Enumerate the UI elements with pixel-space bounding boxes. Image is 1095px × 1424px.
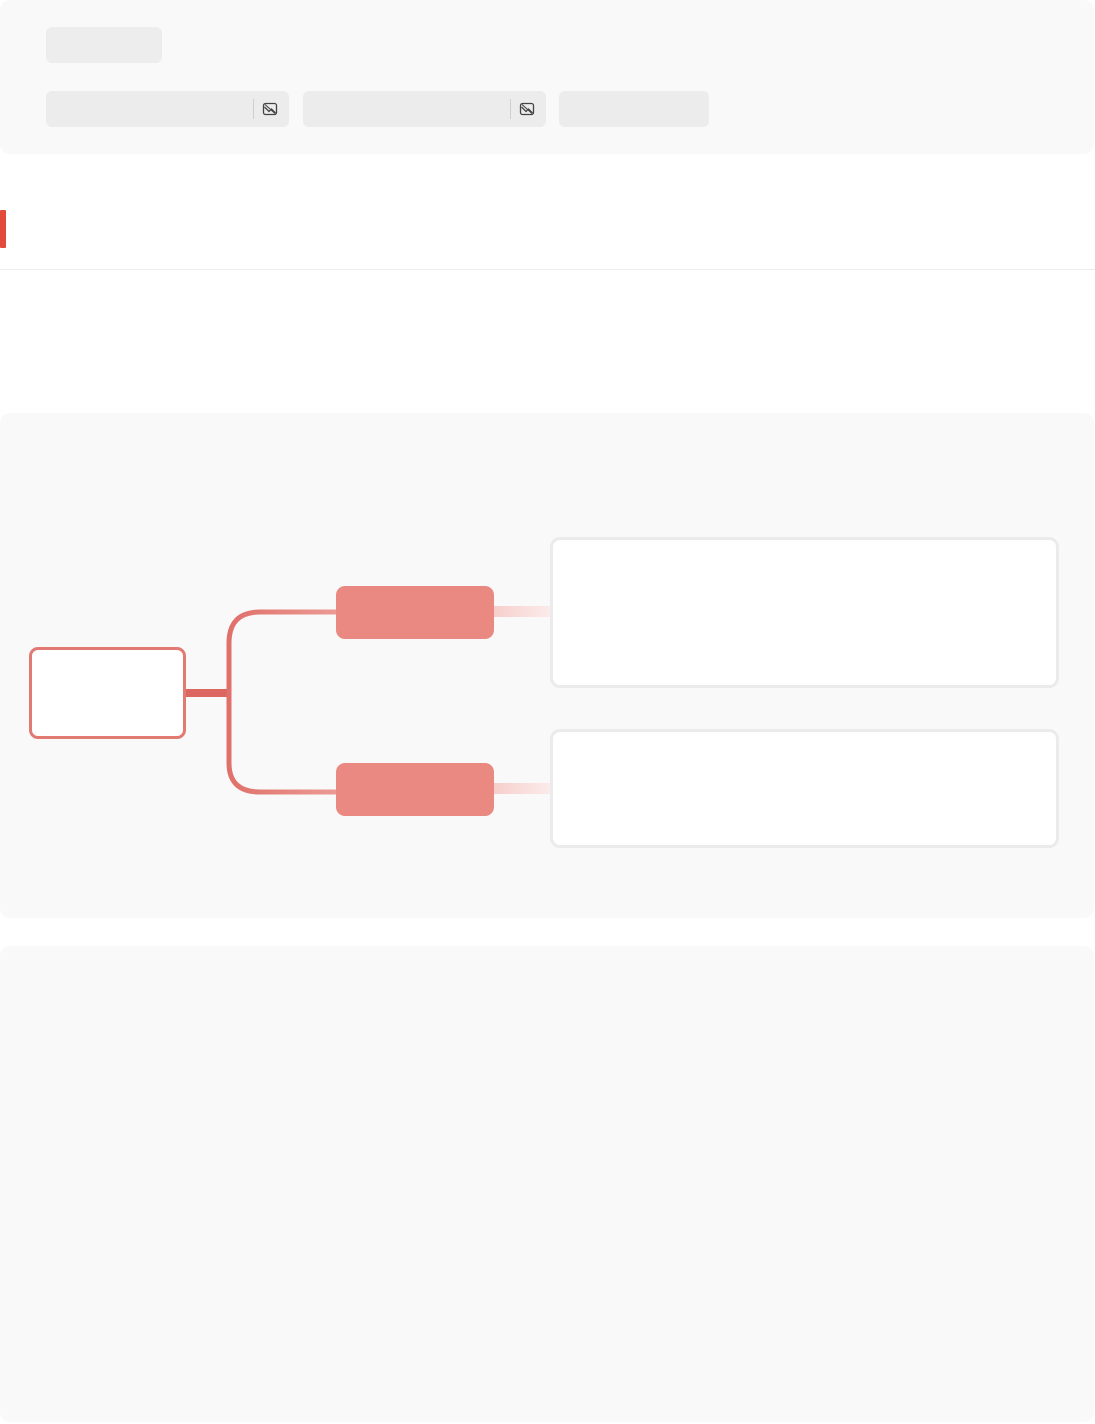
- filter-button[interactable]: [559, 91, 709, 127]
- section-accent-bar: [0, 210, 6, 248]
- branch-node-1[interactable]: [336, 586, 494, 639]
- branch-node-2[interactable]: [336, 763, 494, 816]
- image-placeholder-icon[interactable]: [519, 101, 535, 117]
- filter-panel: [0, 0, 1094, 154]
- input-divider: [253, 99, 254, 119]
- leaf-connector-bottom: [494, 783, 552, 794]
- end-image-input[interactable]: [303, 91, 546, 127]
- diagram-panel: [0, 413, 1094, 918]
- image-placeholder-icon[interactable]: [262, 101, 278, 117]
- root-node[interactable]: [29, 647, 186, 739]
- panel-title: [46, 27, 162, 63]
- trunk-connector: [226, 609, 336, 795]
- leaf-connector-top: [494, 606, 552, 617]
- diagram-connectors: [186, 606, 552, 795]
- detail-box-2: [550, 729, 1059, 848]
- section-header: [0, 185, 1095, 270]
- detail-box-1: [550, 537, 1059, 688]
- input-divider: [510, 99, 511, 119]
- bottom-panel: [0, 946, 1094, 1422]
- start-image-input[interactable]: [46, 91, 289, 127]
